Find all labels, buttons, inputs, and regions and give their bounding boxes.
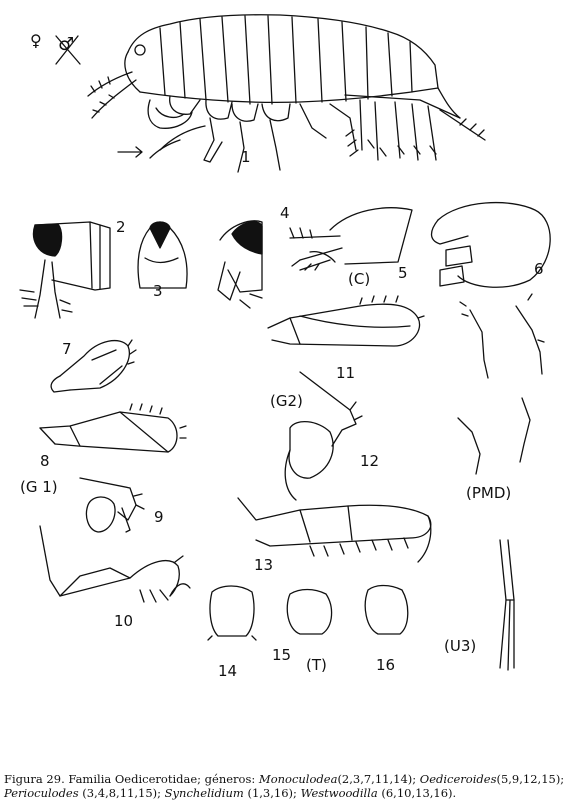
figure-label-16: 16 xyxy=(376,656,396,674)
group-label-c: (C) xyxy=(348,270,371,288)
genus-name: Oediceroides xyxy=(419,772,497,786)
head-dorsal-drawing xyxy=(137,221,188,289)
genus-name: Synchelidium xyxy=(164,786,244,800)
genus-name: Perioculodes xyxy=(4,786,79,800)
figure-label-4: 4 xyxy=(280,204,290,222)
figure-label-6: 6 xyxy=(534,260,544,278)
figure-label-9: 9 xyxy=(154,508,164,526)
genus-figures: (2,3,7,11,14); xyxy=(337,772,420,786)
genus-figures: (1,3,16); xyxy=(243,786,301,800)
group-label-g2: (G2) xyxy=(270,392,303,410)
gnathopod-chelate-drawing xyxy=(79,477,145,533)
figure-plate: ♀ ♂ xyxy=(19,14,551,671)
group-label-g1: (G 1) xyxy=(20,478,58,496)
figure-label-15: 15 xyxy=(272,646,292,664)
head-lateral-drawing xyxy=(19,221,111,319)
genus-figures: (3,4,8,11,15); xyxy=(78,786,165,800)
figure-label-5: 5 xyxy=(398,264,408,282)
figure-label-12: 12 xyxy=(360,452,380,470)
caption-prefix: Figura 29. Familia Oedicerotidae; género… xyxy=(4,772,259,786)
genus-name: Westwoodilla xyxy=(300,786,378,800)
figure-caption: Figura 29. Familia Oedicerotidae; género… xyxy=(4,772,574,800)
figure-label-14: 14 xyxy=(218,662,238,680)
telson-14-drawing xyxy=(207,585,257,641)
strike-mark xyxy=(55,35,81,65)
head-rostrum-drawing xyxy=(430,202,551,288)
head-antenna-drawing xyxy=(289,207,413,271)
gnathopod-small-drawing xyxy=(50,339,137,393)
female-symbol: ♀ xyxy=(30,31,42,50)
pereopod-long-drawing xyxy=(237,497,432,563)
genus-name: Monoculodea xyxy=(258,772,338,786)
figure-label-13: 13 xyxy=(254,556,274,574)
group-label-t: (T) xyxy=(306,656,327,674)
telson-15-drawing xyxy=(286,588,333,635)
specimen-habitus-drawing xyxy=(87,14,486,173)
gnathopod-claw-drawing xyxy=(284,371,363,501)
figure-label-2: 2 xyxy=(116,218,126,236)
figure-label-10: 10 xyxy=(114,612,134,630)
figure-label-3: 3 xyxy=(153,282,163,300)
head-eye-lateral-drawing xyxy=(217,220,263,309)
uropod3-drawing xyxy=(499,539,515,671)
figure-label-7: 7 xyxy=(62,340,72,358)
figure-label-8: 8 xyxy=(40,452,50,470)
gnathopod-elongate-drawing xyxy=(39,403,187,453)
male-symbol: ♂ xyxy=(58,34,74,55)
group-label-u3: (U3) xyxy=(444,637,477,655)
gnathopod-setose-drawing xyxy=(39,525,191,603)
telson-16-drawing xyxy=(364,584,409,635)
figure-label-1: 1 xyxy=(241,148,251,166)
gnathopod-oblong-drawing xyxy=(267,295,425,347)
figure-label-11: 11 xyxy=(336,364,356,382)
genus-figures: (5,9,12,15); xyxy=(496,772,565,786)
genus-figures: (6,10,13,16). xyxy=(377,786,457,800)
maxilliped-palps-drawing xyxy=(457,293,545,475)
group-label-pmd: (PMD) xyxy=(466,484,512,502)
